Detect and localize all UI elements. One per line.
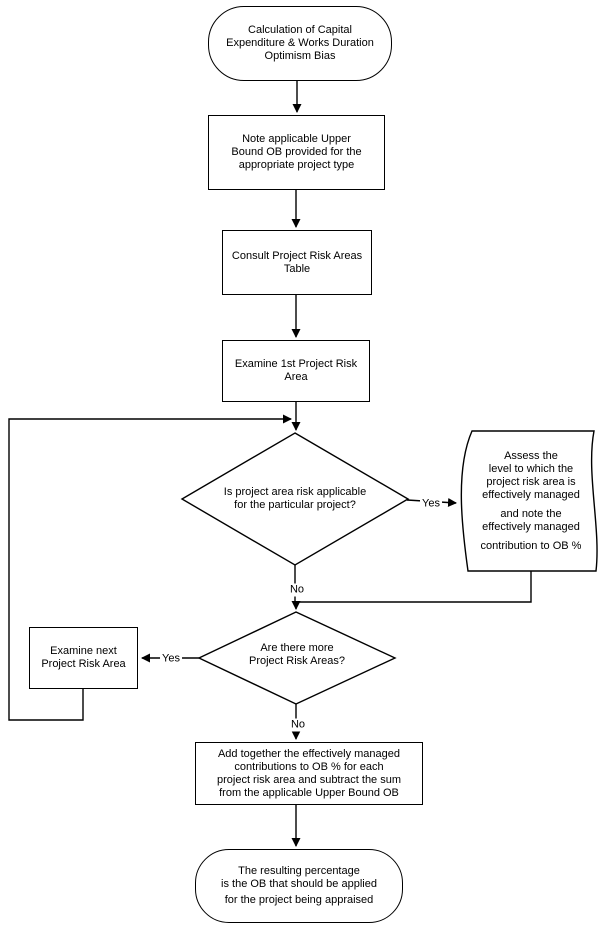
text-line: Bound OB provided for the	[231, 146, 362, 158]
text-line: from the applicable Upper Bound OB	[219, 786, 399, 799]
examine-first-risk-area-box: Examine 1st Project Risk Area	[222, 340, 370, 402]
text-line: for the project being appraised	[224, 894, 374, 906]
text-line: The resulting percentage	[238, 865, 360, 877]
text-line: project risk area and subtract the sum	[216, 773, 402, 786]
text-line: Project Risk Area	[41, 658, 126, 670]
text-line: Examine 1st Project Risk	[234, 358, 358, 370]
start-terminator: Calculation of Capital Expenditure & Wor…	[208, 6, 392, 81]
text-line: contributions to OB % for each	[234, 760, 384, 773]
text-line: Examine next	[50, 645, 117, 657]
note-upper-bound-ob-box: Note applicable Upper Bound OB provided …	[208, 115, 385, 190]
examine-next-risk-area-box: Examine next Project Risk Area	[29, 627, 138, 689]
text-line: appropriate project type	[238, 159, 355, 171]
edge-label-yes-decision1: Yes	[420, 497, 442, 511]
edge-loop-examine-next-back	[8, 414, 292, 721]
text-line: Consult Project Risk Areas	[231, 249, 363, 262]
edge-label-no-decision1: No	[287, 583, 307, 597]
text-line: Add together the effectively managed	[217, 747, 401, 760]
text-line: Area	[284, 371, 308, 383]
edge-assess-to-decision2	[291, 571, 532, 610]
edge-label-yes-decision2: Yes	[160, 652, 182, 666]
text-line: Note applicable Upper	[242, 133, 351, 145]
text-line: is the OB that should be applied	[221, 878, 377, 890]
assess-display-shape	[460, 430, 598, 572]
decision2-diamond	[197, 611, 397, 705]
text-line: Table	[283, 262, 311, 275]
text-line: Expenditure & Works Duration	[226, 37, 374, 49]
result-terminator: The resulting percentage is the OB that …	[195, 849, 403, 923]
consult-risk-areas-table-box: Consult Project Risk Areas Table	[222, 230, 372, 295]
text-line: Calculation of Capital	[248, 24, 352, 36]
text-line: Optimism Bias	[264, 50, 336, 62]
decision1-diamond	[180, 432, 410, 566]
edge-label-no-decision2: No	[288, 718, 308, 732]
add-together-box: Add together the effectively managed con…	[195, 742, 423, 805]
